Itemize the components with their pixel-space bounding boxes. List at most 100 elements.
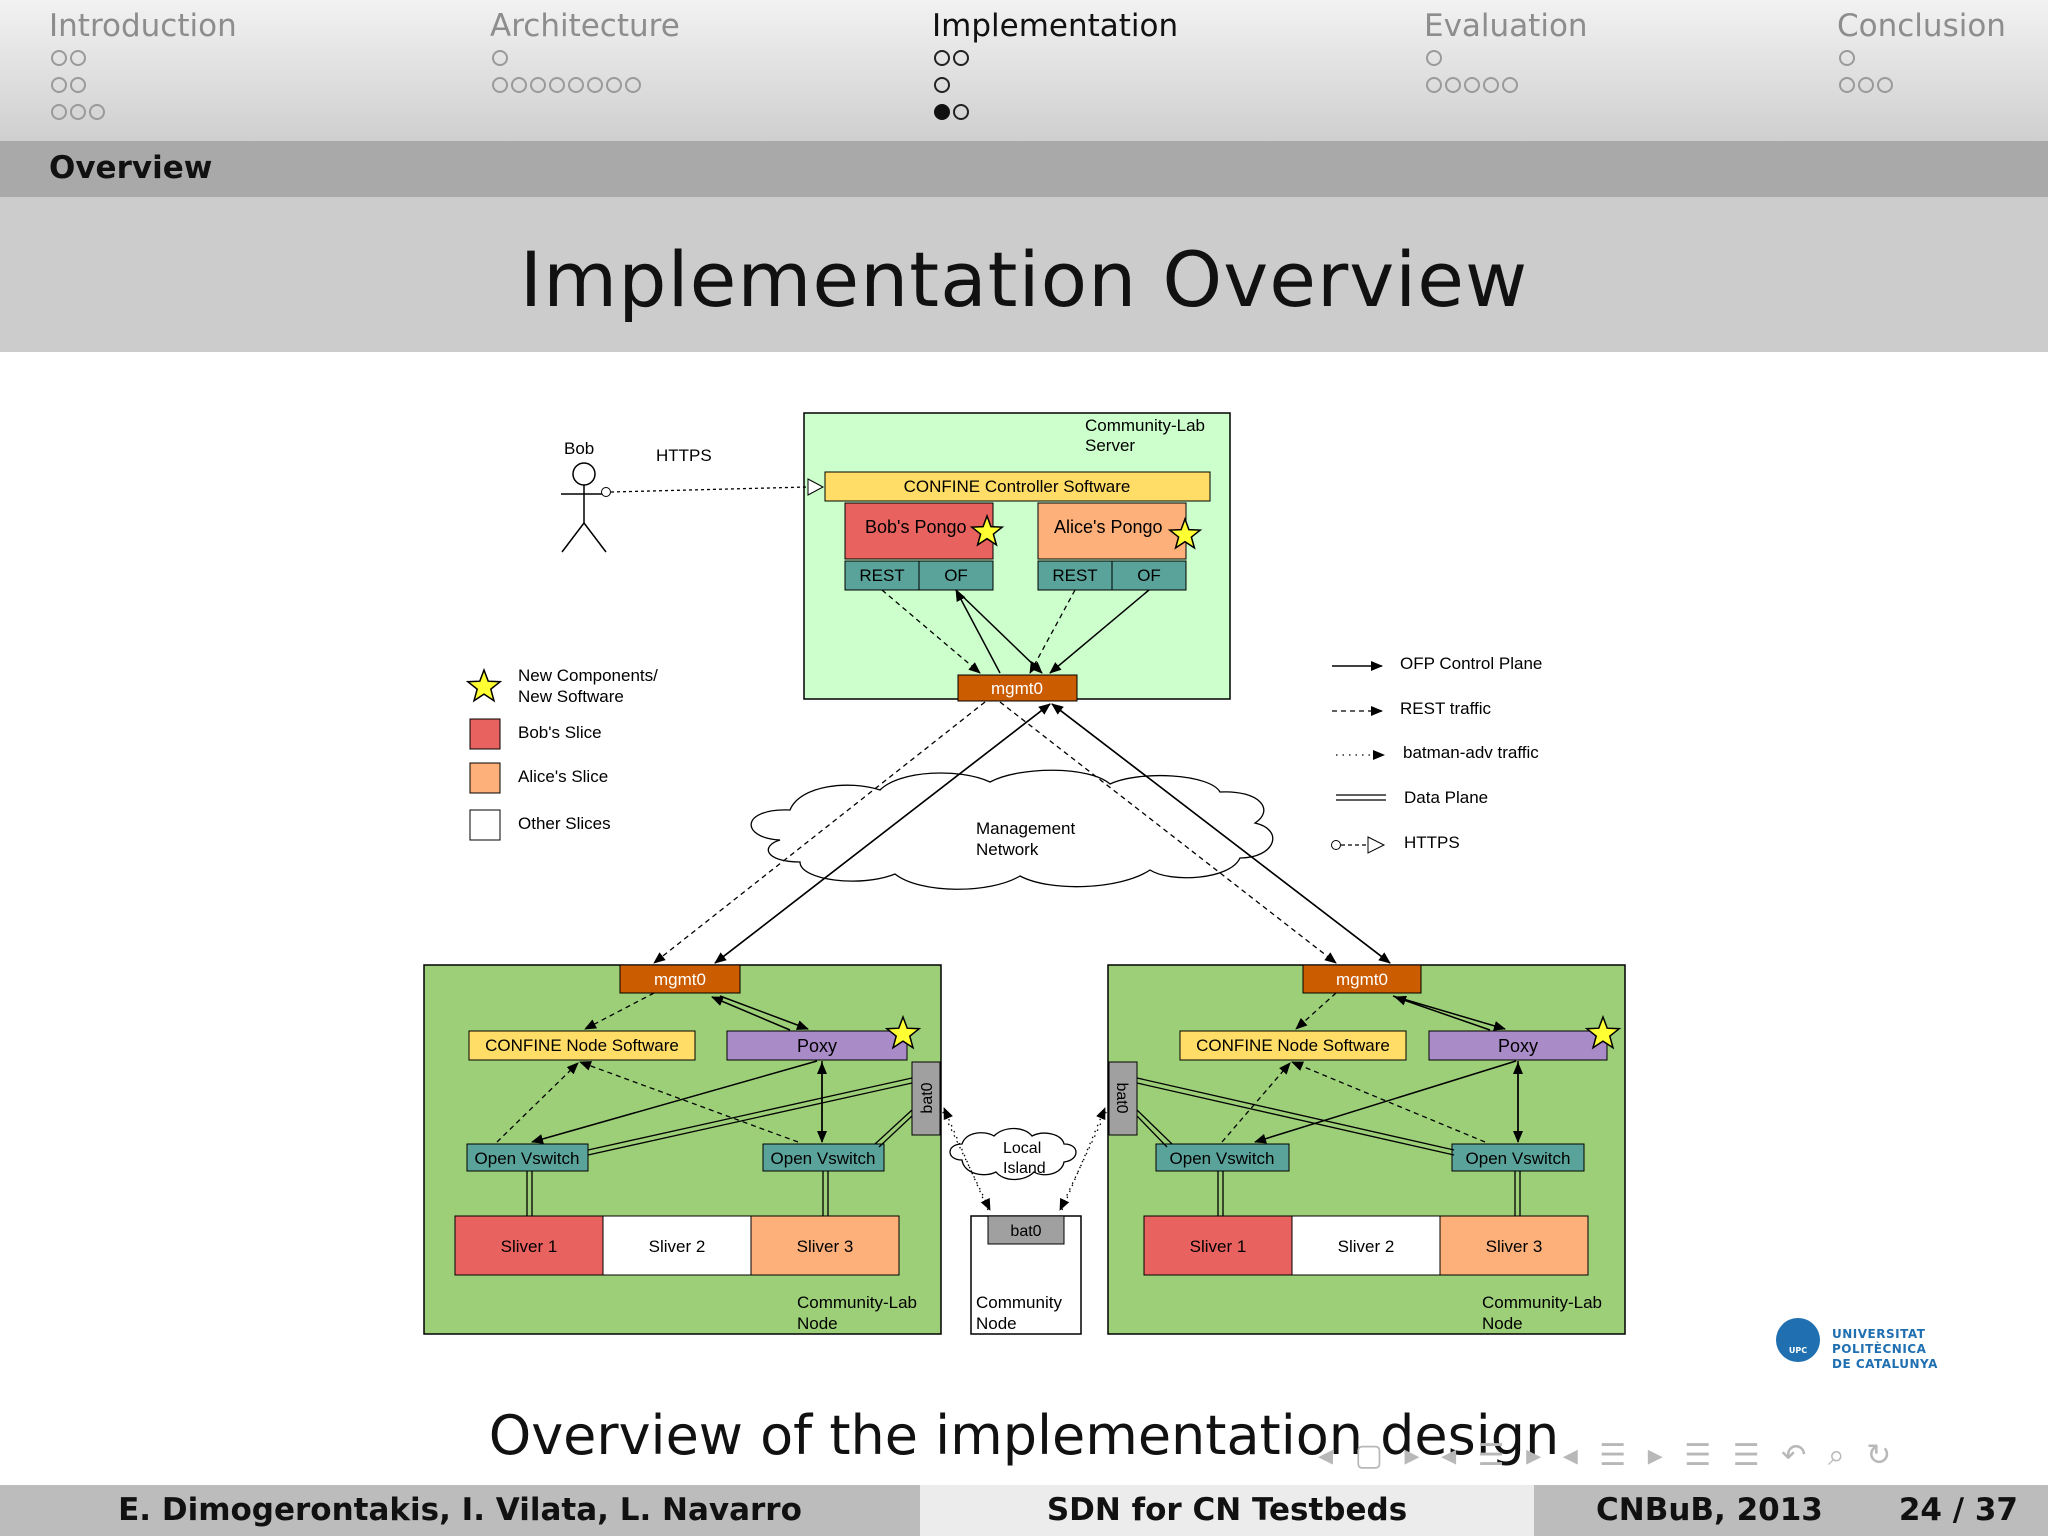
nav-section-conclusion[interactable]: Conclusion: [1837, 8, 2006, 98]
frame-dot[interactable]: [492, 76, 508, 93]
frame-dot[interactable]: [1502, 76, 1518, 93]
nav-dot-row: [1839, 71, 2006, 98]
open-vswitch-label: Open Vswitch: [475, 1149, 580, 1168]
footer-conference: CNBuB, 2013: [1596, 1492, 1823, 1528]
nav-section-architecture[interactable]: Architecture: [490, 8, 680, 98]
legend-star-line1: New Components/: [518, 666, 658, 685]
nav-title[interactable]: Introduction: [49, 8, 237, 44]
community-lab-node-right: mgmt0 CONFINE Node Software Poxy bat0 Op…: [1107, 964, 1626, 1335]
frame-dot[interactable]: [625, 76, 641, 93]
legend-rest-label: REST traffic: [1400, 699, 1492, 718]
nav-dots[interactable]: [490, 44, 680, 98]
frame-dot[interactable]: [1483, 76, 1499, 93]
nav-dots[interactable]: [1424, 44, 1588, 98]
rest-traffic-arrow: [881, 589, 981, 674]
frame-dot[interactable]: [492, 49, 508, 66]
alice-rest-box: [1037, 560, 1113, 591]
legend-ofp-label: OFP Control Plane: [1400, 654, 1542, 673]
alice-pongo-box: [1037, 502, 1187, 560]
server-mgmt0-label: mgmt0: [991, 679, 1043, 698]
nav-dots[interactable]: [1837, 44, 2006, 98]
footer-page-number: 24 / 37: [1898, 1492, 2018, 1528]
nav-dot-row: [492, 44, 680, 71]
bob-label: Bob: [564, 439, 594, 458]
nav-dots[interactable]: [932, 44, 1178, 125]
legend-star-line2: New Software: [518, 687, 624, 706]
cloud-shape: [750, 769, 1274, 890]
frame-dot[interactable]: [1839, 49, 1855, 66]
legend-other-swatch: [469, 809, 501, 841]
frame-dot[interactable]: [70, 49, 86, 66]
sliver-2-box: [602, 1215, 752, 1276]
frame-dot[interactable]: [568, 76, 584, 93]
frame-dot[interactable]: [1426, 49, 1442, 66]
current-frame-dot[interactable]: [934, 103, 950, 120]
mgmt-network-line2: Network: [976, 840, 1039, 859]
data-plane-link: [878, 1115, 913, 1148]
frame-dot[interactable]: [587, 76, 603, 93]
poxy-label: Poxy: [1498, 1036, 1538, 1056]
nav-section-implementation[interactable]: Implementation: [932, 8, 1178, 125]
frame-dot[interactable]: [953, 103, 969, 120]
sliver-2-label: Sliver 2: [649, 1237, 706, 1256]
bob-pongo-box: [844, 502, 994, 560]
nav-title[interactable]: Architecture: [490, 8, 680, 44]
sliver-3-box: [1439, 1215, 1589, 1276]
legend-links: OFP Control Plane REST traffic batman-ad…: [1331, 654, 1542, 854]
star-icon: [884, 1014, 922, 1050]
open-vswitch-label: Open Vswitch: [1466, 1149, 1571, 1168]
community-lab-node-left: mgmt0 CONFINE Node Software Poxy bat0 Op…: [423, 964, 942, 1335]
alice-pongo-label: Alice's Pongo: [1054, 517, 1163, 537]
frame-dot[interactable]: [1839, 76, 1855, 93]
batman-link: [1061, 1107, 1106, 1211]
https-arrow: [610, 486, 809, 493]
sliver-3-label: Sliver 3: [1486, 1237, 1543, 1256]
upc-mark: UPC: [1776, 1318, 1820, 1362]
nav-section-evaluation[interactable]: Evaluation: [1424, 8, 1588, 98]
frame-dot[interactable]: [530, 76, 546, 93]
data-plane-link: [1136, 1109, 1173, 1145]
frame-dot[interactable]: [1464, 76, 1480, 93]
frame-title-bar: Implementation Overview: [0, 197, 2048, 352]
nav-dot-row: [1839, 44, 2006, 71]
legend-https-socket-icon: [1331, 840, 1341, 850]
frame-dot[interactable]: [51, 76, 67, 93]
star-icon: [465, 667, 503, 703]
frame-dot[interactable]: [1445, 76, 1461, 93]
nav-title[interactable]: Conclusion: [1837, 8, 2006, 44]
ofp-control-arrow: [719, 995, 809, 1030]
frame-dot[interactable]: [1858, 76, 1874, 93]
open-vswitch-label: Open Vswitch: [771, 1149, 876, 1168]
ofp-control-arrow: [1392, 995, 1506, 1031]
nav-title[interactable]: Evaluation: [1424, 8, 1588, 44]
frame-dot[interactable]: [511, 76, 527, 93]
node-mgmt0-label: mgmt0: [1336, 970, 1388, 989]
frame-dot[interactable]: [51, 103, 67, 120]
data-plane-link: [587, 1077, 913, 1151]
nav-dots[interactable]: [49, 44, 237, 125]
frame-dot[interactable]: [1426, 76, 1442, 93]
nav-section-introduction[interactable]: Introduction: [49, 8, 237, 125]
frame-dot[interactable]: [606, 76, 622, 93]
frame-dot[interactable]: [51, 49, 67, 66]
frame-dot[interactable]: [953, 49, 969, 66]
frame-dot[interactable]: [549, 76, 565, 93]
frame-dot[interactable]: [934, 76, 950, 93]
community-lab-server: Community-Lab Server CONFINE Controller …: [803, 412, 1231, 702]
frame-dot[interactable]: [70, 103, 86, 120]
node-label-line2: Node: [797, 1314, 838, 1333]
nav-title[interactable]: Implementation: [932, 8, 1179, 44]
footer-right: CNBuB, 2013 24 / 37: [1534, 1485, 2048, 1536]
sliver-1-label: Sliver 1: [1190, 1237, 1247, 1256]
frame-dot[interactable]: [1877, 76, 1893, 93]
beamer-navigation-icons[interactable]: ◂ ▢ ▸ ◂ ☰ ▸ ◂ ☰ ▸ ☰ ☰ ↶ ⌕ ↻: [1318, 1438, 1898, 1473]
bat0-box: [911, 1061, 941, 1136]
sliver-3-box: [750, 1215, 900, 1276]
upc-wordmark-line1: UNIVERSITAT POLITÈCNICA: [1832, 1327, 1927, 1356]
frame-dot[interactable]: [89, 103, 105, 120]
node-software-label: CONFINE Node Software: [485, 1036, 679, 1055]
frame-dot[interactable]: [934, 49, 950, 66]
community-node-line2: Node: [976, 1314, 1017, 1333]
frame-dot[interactable]: [70, 76, 86, 93]
ofp-control-arrow: [955, 589, 1043, 674]
